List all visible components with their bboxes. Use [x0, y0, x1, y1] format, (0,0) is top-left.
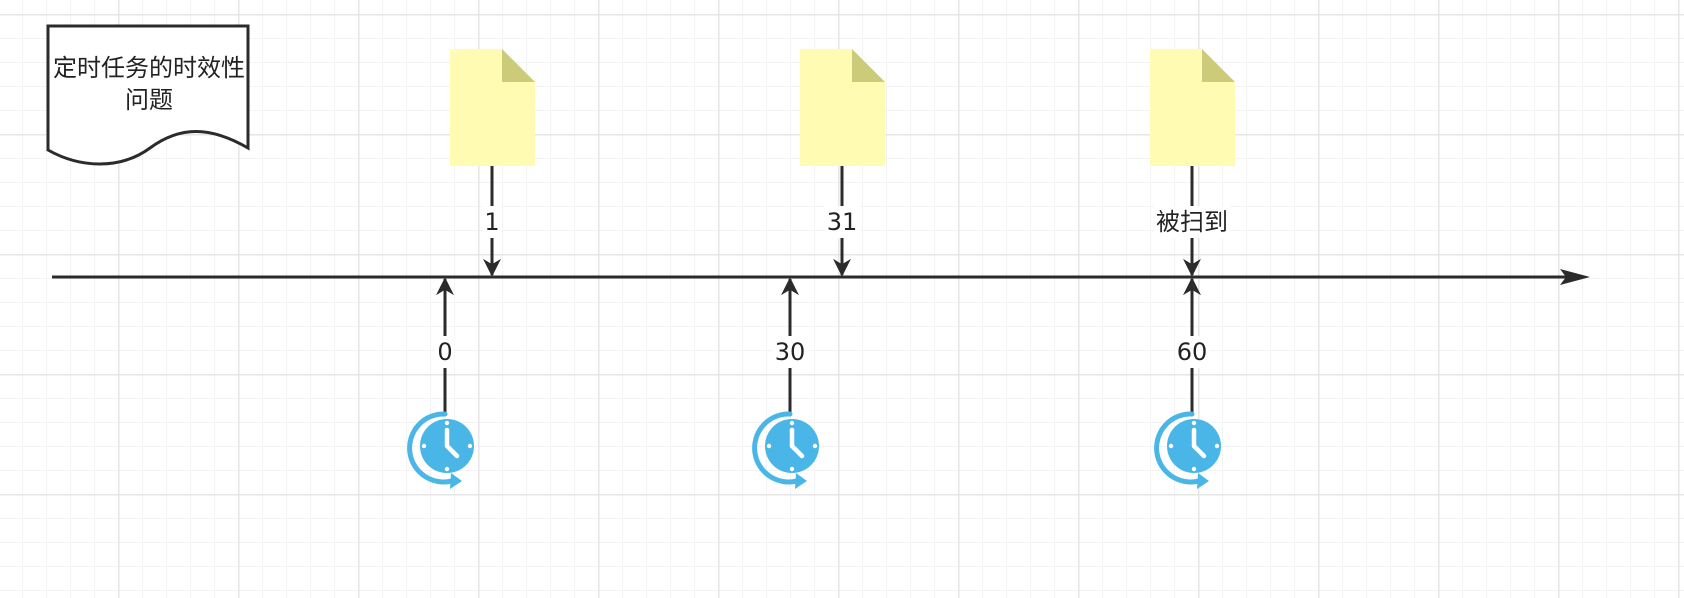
- scan-label-1: 0: [435, 336, 455, 368]
- task-note-1: [450, 49, 535, 166]
- scan-label-2: 30: [772, 336, 808, 368]
- clock-refresh-icon: [752, 411, 819, 489]
- clock-refresh-icon: [407, 411, 474, 489]
- timeline-arrowhead: [1560, 269, 1590, 285]
- task-note-3: [1150, 49, 1235, 166]
- task-note-2: [800, 49, 885, 166]
- task-label-1: 1: [482, 206, 502, 238]
- task-label-3: 被扫到: [1154, 206, 1230, 238]
- diagram-title: 定时任务的时效性问题: [53, 54, 245, 114]
- scan-label-3: 60: [1174, 336, 1210, 368]
- clock-refresh-icon: [1154, 411, 1221, 489]
- task-label-2: 31: [824, 206, 860, 238]
- title-shape: [46, 24, 250, 166]
